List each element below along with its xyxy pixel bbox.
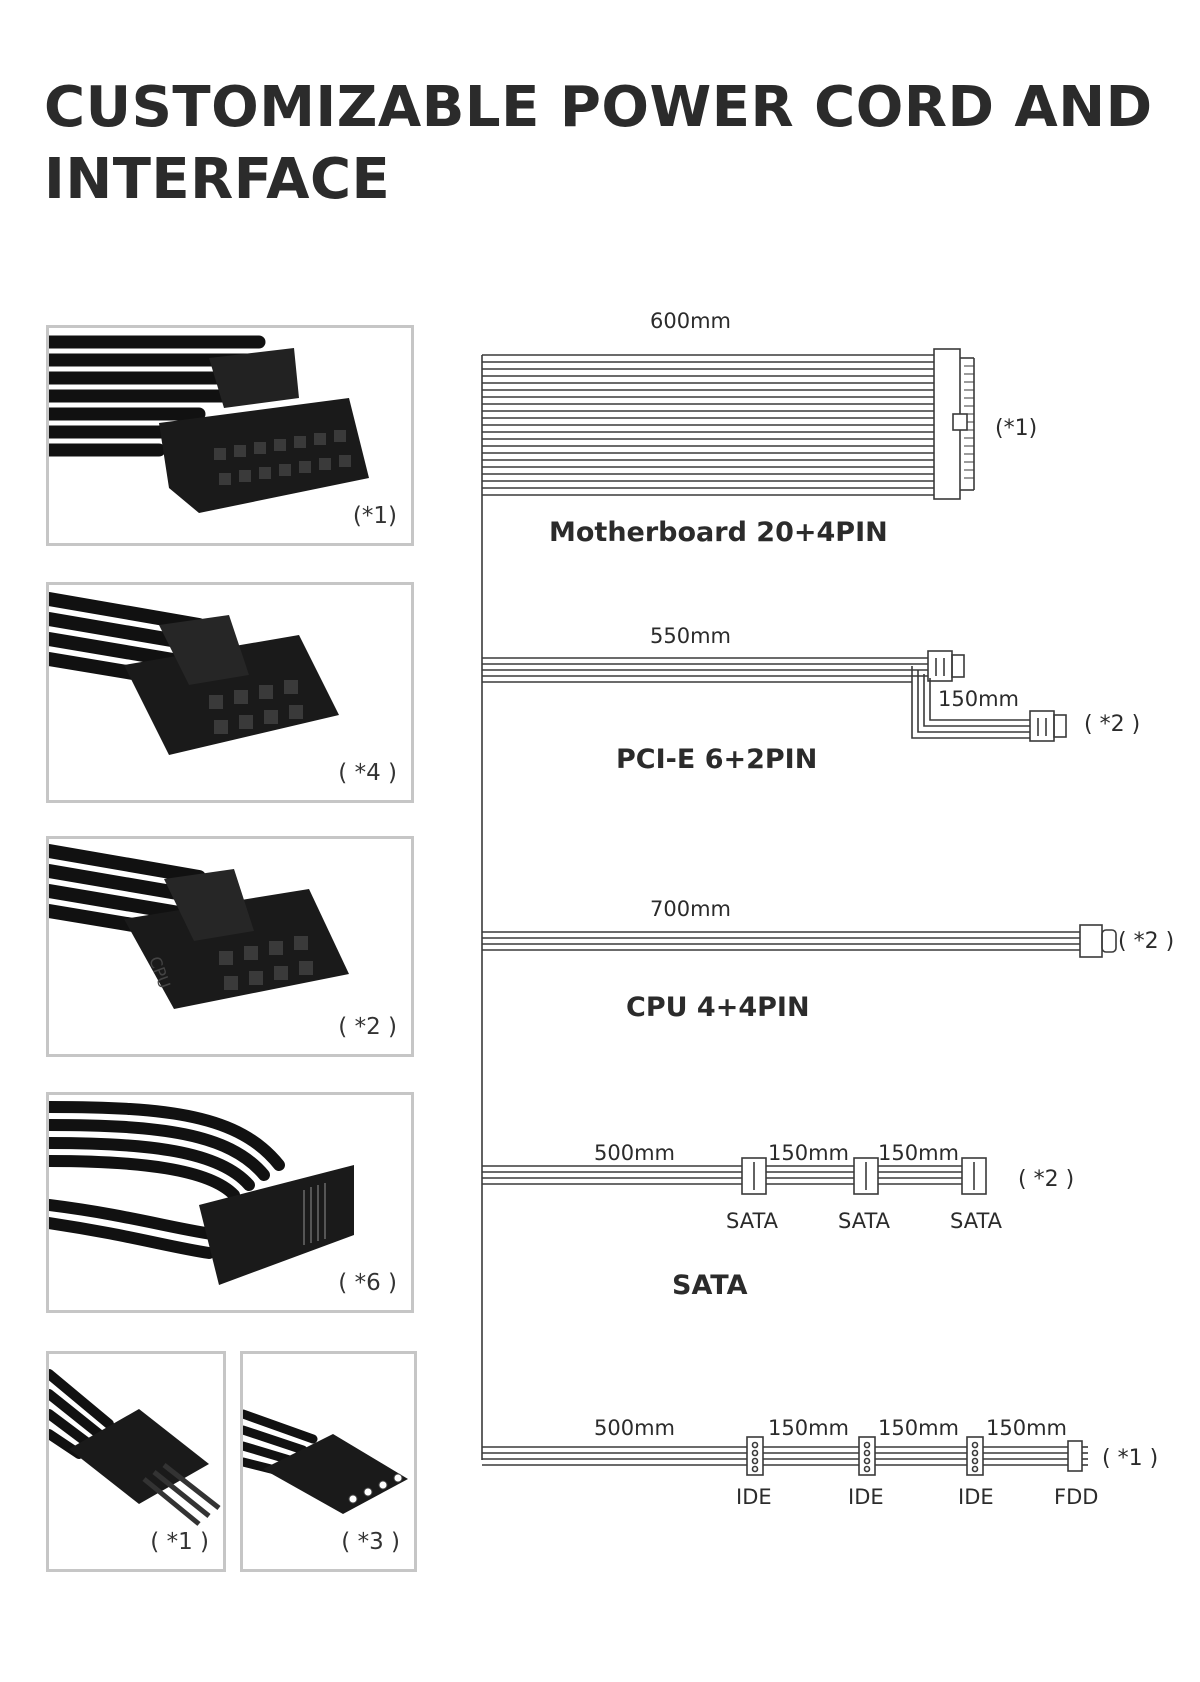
pcie-name: PCI-E 6+2PIN xyxy=(616,744,817,775)
motherboard-length: 600mm xyxy=(650,309,731,333)
cpu-cable-lines xyxy=(482,931,1080,951)
sata-length-1: 150mm xyxy=(768,1141,849,1165)
sata-cable-lines xyxy=(482,1165,962,1185)
ide-connector-label: IDE xyxy=(958,1485,994,1509)
motherboard-connector-icon xyxy=(933,348,975,500)
pcie-length: 550mm xyxy=(650,624,731,648)
cpu-qty: ( *2 ) xyxy=(1118,929,1174,954)
photo-sata-connector: ( *6 ) xyxy=(46,1092,414,1313)
photo-qty-label: ( *1 ) xyxy=(150,1529,209,1555)
fdd-connector-illustration xyxy=(49,1369,221,1526)
ide-connector-icon xyxy=(966,1436,984,1476)
sata-connector-label: SATA xyxy=(950,1209,1003,1233)
sata-length-2: 150mm xyxy=(878,1141,959,1165)
ide-connector-label: IDE xyxy=(848,1485,884,1509)
photo-motherboard-connector: (*1) xyxy=(46,325,414,546)
fdd-connector-icon xyxy=(1067,1440,1088,1472)
cpu-connector-icon xyxy=(1079,924,1117,958)
sata-qty: ( *2 ) xyxy=(1018,1167,1074,1192)
ide-length-2: 150mm xyxy=(878,1416,959,1440)
cpu-length: 700mm xyxy=(650,897,731,921)
photo-qty-label: ( *6 ) xyxy=(338,1270,397,1296)
motherboard-cable-lines xyxy=(482,354,934,496)
cpu-name: CPU 4+4PIN xyxy=(626,992,810,1023)
cpu-connector-illustration: CPU xyxy=(49,844,349,1009)
ide-qty: ( *1 ) xyxy=(1102,1446,1158,1471)
fdd-connector-label: FDD xyxy=(1054,1485,1098,1509)
ide-connector-icon xyxy=(746,1436,764,1476)
photo-cpu-connector: CPU ( *2 ) xyxy=(46,836,414,1057)
photo-qty-label: (*1) xyxy=(352,503,397,529)
pcie-branch-length: 150mm xyxy=(938,687,1019,711)
sata-connector-icon xyxy=(853,1157,879,1195)
pcie-connector-illustration xyxy=(49,592,339,755)
page-title: CUSTOMIZABLE POWER CORD AND INTERFACE xyxy=(44,72,1164,216)
ide-connector-illustration xyxy=(243,1409,408,1514)
photo-qty-label: ( *3 ) xyxy=(341,1529,400,1555)
photo-ide-connector: ( *3 ) xyxy=(240,1351,417,1572)
title-line-2: INTERFACE xyxy=(44,147,391,212)
sata-connector-icon xyxy=(741,1157,767,1195)
sata-connector-illustration xyxy=(49,1101,354,1285)
sata-name: SATA xyxy=(672,1270,748,1301)
pcie-branch-connector-icon xyxy=(1029,710,1067,742)
pcie-qty: ( *2 ) xyxy=(1084,712,1140,737)
motherboard-name: Motherboard 20+4PIN xyxy=(549,517,888,548)
sata-connector-icon xyxy=(961,1157,987,1195)
sata-length-0: 500mm xyxy=(594,1141,675,1165)
pcie-connector-icon xyxy=(927,650,965,682)
photo-qty-label: ( *4 ) xyxy=(338,760,397,786)
photo-pcie-connector: ( *4 ) xyxy=(46,582,414,803)
motherboard-connector-illustration xyxy=(49,335,369,513)
pcie-cable-lines xyxy=(482,657,1030,739)
sata-connector-label: SATA xyxy=(726,1209,779,1233)
motherboard-qty: (*1) xyxy=(995,416,1037,441)
ide-connector-icon xyxy=(858,1436,876,1476)
ide-length-3: 150mm xyxy=(986,1416,1067,1440)
title-line-1: CUSTOMIZABLE POWER CORD AND xyxy=(44,75,1153,140)
ide-connector-label: IDE xyxy=(736,1485,772,1509)
ide-length-1: 150mm xyxy=(768,1416,849,1440)
sata-connector-label: SATA xyxy=(838,1209,891,1233)
photo-fdd-connector: ( *1 ) xyxy=(46,1351,226,1572)
ide-length-0: 500mm xyxy=(594,1416,675,1440)
photo-qty-label: ( *2 ) xyxy=(338,1014,397,1040)
